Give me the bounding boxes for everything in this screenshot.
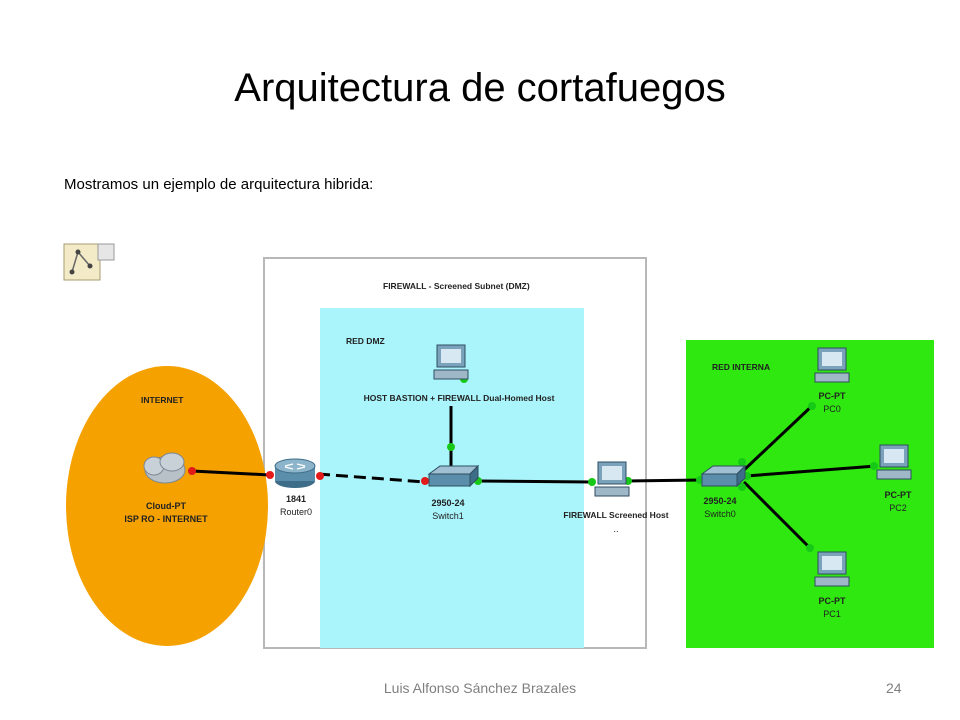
link-cloud-router: [191, 469, 271, 477]
link-switch1-screened-host: [477, 479, 593, 484]
pc1-icon[interactable]: [814, 551, 850, 587]
port-dot-router-left: [266, 471, 274, 479]
router-icon[interactable]: [274, 458, 316, 488]
link-screened-host-switch0: [627, 478, 703, 483]
screened-host-label: FIREWALL Screened Host: [563, 510, 668, 520]
internal-zone: [686, 340, 934, 648]
switch1-label-model: 2950-24: [431, 498, 464, 508]
switch1-label-name: Switch1: [432, 511, 464, 521]
port-dot-cloud: [188, 467, 196, 475]
port-dot-router-right: [316, 472, 324, 480]
intro-text: Mostramos un ejemplo de arquitectura hib…: [64, 176, 374, 193]
cloud-label-type: Cloud-PT: [146, 501, 186, 511]
slide-title: Arquitectura de cortafuegos: [234, 66, 726, 110]
pc0-icon[interactable]: [814, 347, 850, 383]
switch0-icon[interactable]: [700, 464, 747, 488]
link-switch0-pc1: [742, 480, 814, 552]
bastion-host-label: HOST BASTION + FIREWALL Dual-Homed Host: [364, 393, 555, 403]
port-dot-switch1-top: [447, 443, 455, 451]
internet-zone: [66, 366, 268, 646]
screened-host-pc-icon[interactable]: [594, 461, 630, 497]
pc2-icon[interactable]: [876, 444, 912, 480]
link-switch0-pc0: [742, 402, 816, 472]
port-dot-switch0-bottom: [738, 483, 746, 491]
cloud-label-name: ISP RO - INTERNET: [124, 514, 208, 524]
pc1-label-type: PC-PT: [819, 596, 847, 606]
internet-zone-label: INTERNET: [141, 395, 184, 405]
pc1-label-name: PC1: [823, 609, 841, 619]
router-label-model: 1841: [286, 494, 306, 504]
port-dot-pc2: [870, 462, 878, 470]
switch0-label-model: 2950-24: [703, 496, 736, 506]
internal-zone-label: RED INTERNA: [712, 362, 770, 372]
port-dot-pc0: [808, 402, 816, 410]
topology-toolbar-icon[interactable]: [63, 243, 115, 281]
firewall-box-label: FIREWALL - Screened Subnet (DMZ): [383, 281, 530, 291]
cloud-icon[interactable]: [143, 452, 186, 484]
footer-page-number: 24: [886, 680, 902, 696]
port-dot-switch1-left: [421, 477, 429, 485]
dmz-zone-label: RED DMZ: [346, 336, 385, 346]
port-dot-switch0-top: [738, 458, 746, 466]
switch1-icon[interactable]: [427, 464, 480, 488]
link-switch0-pc2: [745, 464, 877, 478]
port-dot-pc1: [806, 544, 814, 552]
pc0-label-name: PC0: [823, 404, 841, 414]
pc2-label-name: PC2: [889, 503, 907, 513]
bastion-host-pc-icon[interactable]: [433, 344, 469, 380]
screened-host-label-suffix: ..: [613, 524, 618, 534]
switch0-label-name: Switch0: [704, 509, 736, 519]
pc2-label-type: PC-PT: [885, 490, 913, 500]
footer-author: Luis Alfonso Sánchez Brazales: [383, 680, 577, 696]
router-label-name: Router0: [280, 507, 312, 517]
pc0-label-type: PC-PT: [819, 391, 847, 401]
port-dot-screened-left: [588, 478, 596, 486]
